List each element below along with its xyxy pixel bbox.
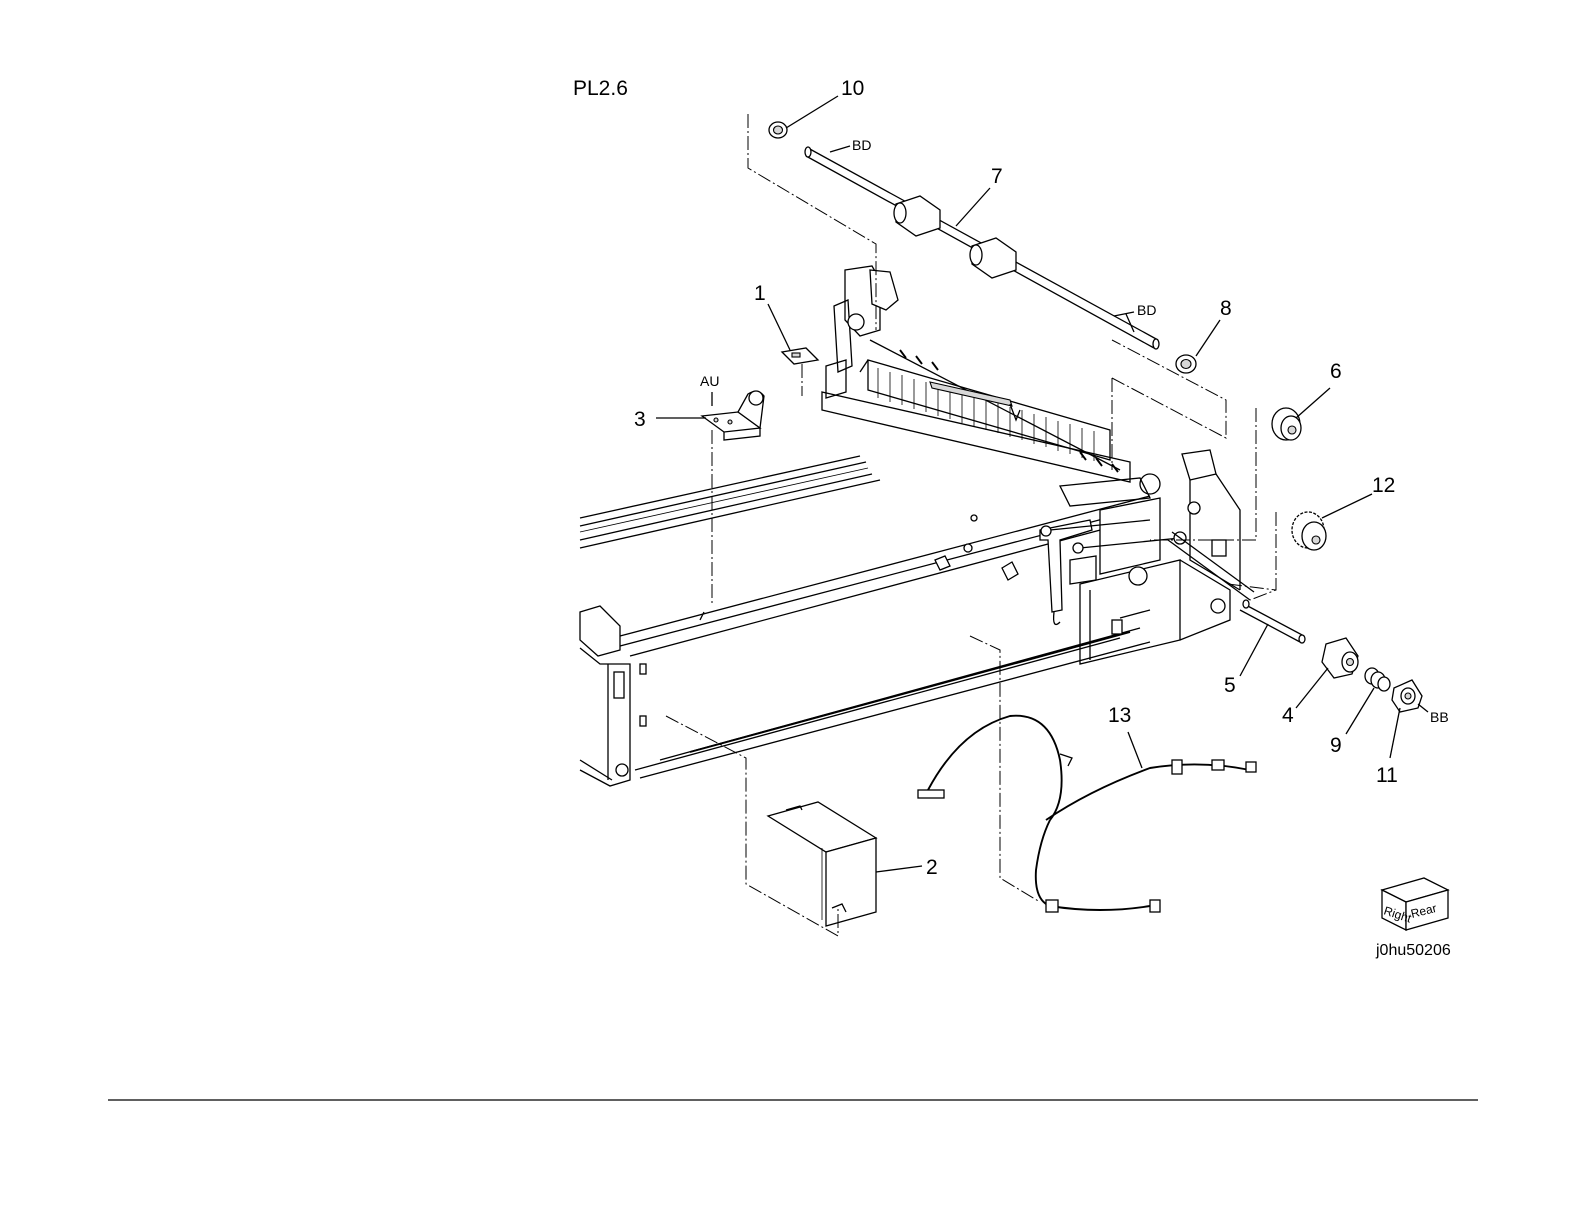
callout-1: 1	[754, 282, 766, 305]
tag-bd-top: BD	[852, 137, 871, 153]
callout-3: 3	[634, 408, 646, 431]
callout-4: 4	[1282, 704, 1294, 727]
callout-2: 2	[926, 856, 938, 879]
part-3-clip-bracket	[702, 391, 764, 440]
part-10-bearing	[769, 122, 787, 138]
callout-12: 12	[1372, 474, 1395, 497]
part-5-shaft	[1240, 600, 1305, 643]
callout-10: 10	[841, 77, 864, 100]
orientation-cube: Right Rear	[1382, 878, 1448, 930]
reference-tags: BD BD AU BB	[700, 137, 1449, 725]
callout-9: 9	[1330, 734, 1342, 757]
callout-8: 8	[1220, 297, 1232, 320]
part-1-bracket	[782, 348, 818, 364]
callout-11: 11	[1376, 764, 1398, 787]
part-6-gear	[1272, 408, 1301, 440]
leader-lines	[656, 96, 1428, 872]
part-11-bushing	[1392, 680, 1422, 712]
part-4-clutch	[1322, 638, 1358, 678]
paper-guide-assembly	[822, 266, 1254, 624]
callout-labels: 10 7 1 8 6 3 12 5 4 13 9 11 2	[634, 77, 1398, 879]
part-13-harness	[918, 716, 1256, 912]
part-2-cover	[768, 802, 876, 926]
part-8-bearing	[1176, 355, 1196, 373]
callout-13: 13	[1108, 704, 1131, 727]
plate-title: PL2.6	[573, 77, 628, 100]
callout-5: 5	[1224, 674, 1236, 697]
callout-7: 7	[991, 165, 1003, 188]
tag-bd-right: BD	[1137, 302, 1156, 318]
part-9-spring	[1365, 668, 1390, 691]
part-12-gear	[1292, 512, 1326, 550]
tag-bb: BB	[1430, 709, 1449, 725]
callout-6: 6	[1330, 360, 1342, 383]
tag-au: AU	[700, 373, 719, 389]
figure-id: j0hu50206	[1375, 942, 1451, 959]
